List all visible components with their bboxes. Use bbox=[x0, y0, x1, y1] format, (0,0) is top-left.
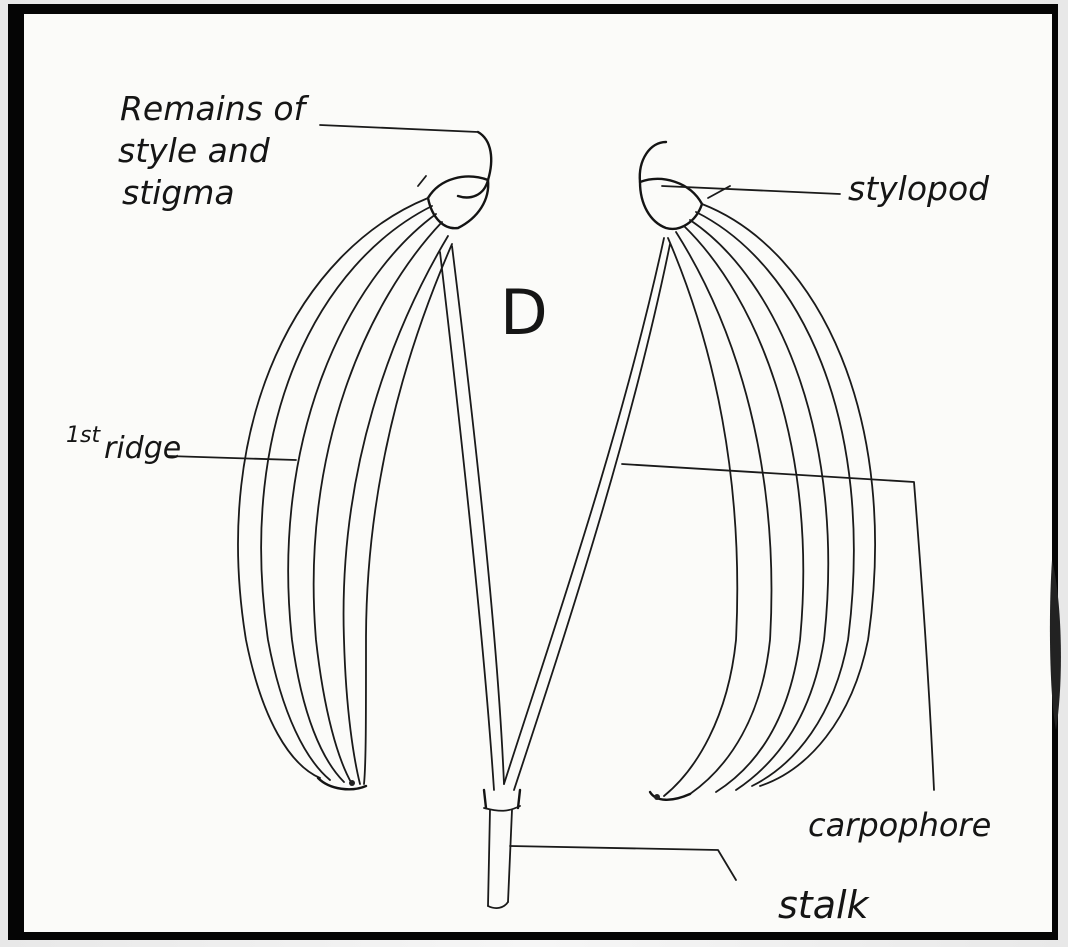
label-remains-line3: stigma bbox=[122, 173, 235, 212]
edge-scribble bbox=[1050, 560, 1061, 730]
right-ridge-outer-2 bbox=[696, 212, 854, 786]
label-remains-line2: style and bbox=[118, 131, 271, 170]
left-ridge-outer-1 bbox=[238, 198, 428, 778]
right-ridge-3 bbox=[690, 220, 828, 790]
left-ridge-inner-2 bbox=[364, 244, 452, 784]
stalk-node bbox=[484, 790, 520, 808]
stalk-end bbox=[488, 902, 508, 908]
label-primary-ridge: 1st ridge bbox=[66, 423, 181, 466]
label-ridge-prefix: 1st bbox=[66, 423, 101, 448]
leader-ridge bbox=[168, 456, 296, 460]
right-style-remains bbox=[640, 142, 666, 182]
stalk bbox=[484, 790, 520, 908]
label-carpophore: carpophore bbox=[808, 806, 991, 844]
left-ridge-4 bbox=[314, 222, 442, 784]
left-stylopod bbox=[428, 177, 488, 229]
label-remains-of-style-and-stigma: Remains of style and stigma bbox=[118, 89, 310, 212]
panel-letter: D bbox=[500, 276, 548, 349]
right-mericarp bbox=[640, 142, 875, 800]
carpophore-left-arm-outer bbox=[440, 252, 494, 790]
right-ridge-inner-1 bbox=[676, 232, 771, 794]
left-tip-dot bbox=[349, 780, 355, 786]
right-tip-dot bbox=[654, 794, 660, 800]
label-remains-line1: Remains of bbox=[120, 89, 310, 128]
label-stylopod: stylopod bbox=[848, 169, 990, 208]
leader-stalk bbox=[510, 846, 736, 880]
leader-carpophore bbox=[622, 464, 934, 790]
left-ridge-inner-1 bbox=[344, 236, 448, 784]
left-style-remains bbox=[458, 132, 491, 197]
right-ridge-inner-2 bbox=[664, 238, 737, 796]
carpophore-left-arm-inner bbox=[452, 246, 504, 784]
right-ridge-4 bbox=[684, 226, 803, 792]
right-ridge-outer-1 bbox=[702, 204, 875, 786]
left-mericarp bbox=[238, 132, 491, 789]
carpophore bbox=[440, 238, 670, 790]
leader-remains bbox=[320, 125, 478, 132]
left-stylopod-tick bbox=[418, 176, 426, 186]
label-stalk: stalk bbox=[778, 883, 871, 927]
label-ridge: ridge bbox=[104, 431, 181, 466]
stalk-sides bbox=[488, 810, 512, 906]
